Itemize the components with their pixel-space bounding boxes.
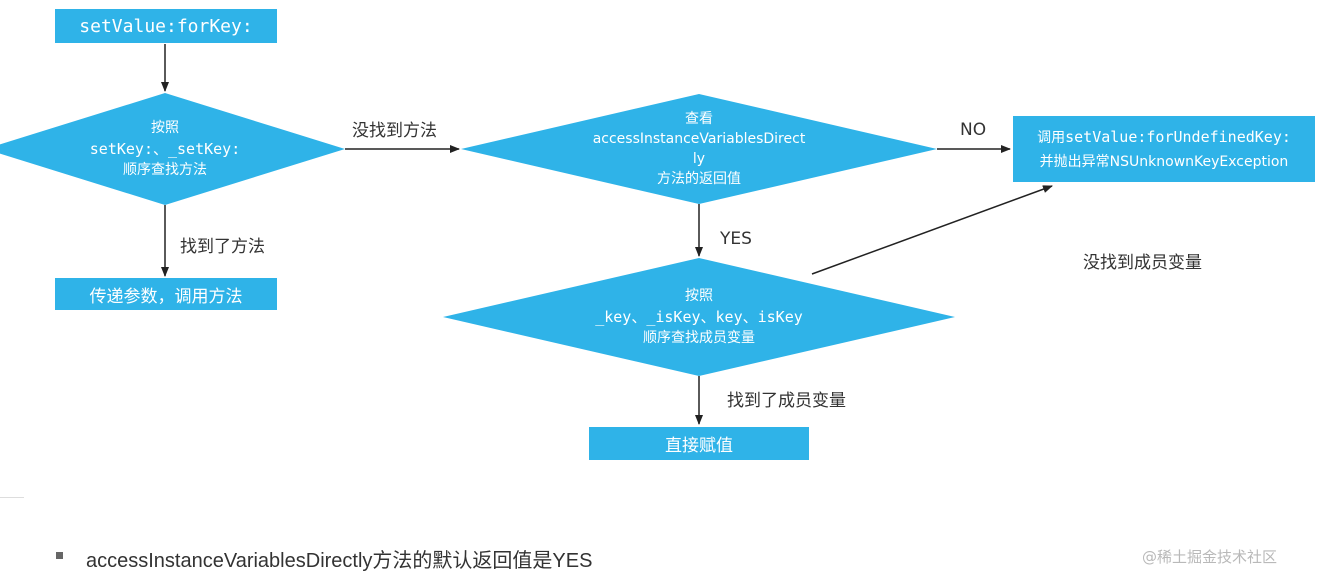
exception-node: 调用setValue:forUndefinedKey: 并抛出异常NSUnkno… [1013, 116, 1315, 182]
decision-diamond-access-instance [461, 94, 937, 204]
decision-member-line3: 顺序查找成员变量 [643, 329, 755, 346]
watermark: @稀土掘金技术社区 [1142, 548, 1278, 566]
decision-setkey-line1: 按照 [151, 119, 179, 136]
decision-member-vars-label: 按照 _key、_isKey、key、isKey 顺序查找成员变量 [560, 281, 838, 353]
direct-assign-node: 直接赋值 [589, 427, 809, 460]
edge-label-not-found-method: 没找到方法 [352, 121, 437, 141]
bullet-marker [56, 552, 63, 559]
start-node: setValue:forKey: [55, 9, 277, 43]
divider-line [0, 497, 24, 498]
edge-label-yes: YES [720, 229, 752, 249]
decision-setkey-line3: 顺序查找方法 [123, 161, 207, 178]
exception-line2: 并抛出异常NSUnknownKeyException [1039, 153, 1289, 170]
decision-setkey-label: 按照 setKey:、_setKey: 顺序查找方法 [40, 113, 290, 185]
edge-label-found-member: 找到了成员变量 [727, 391, 846, 411]
edge-label-not-found-member: 没找到成员变量 [1083, 253, 1202, 273]
edge-label-no: NO [960, 120, 987, 140]
decision-diamond-setkey [0, 93, 345, 205]
decision-member-line2: _key、_isKey、key、isKey [595, 307, 803, 326]
arrow-d3-to-exception [811, 185, 1053, 275]
decision-member-line1: 按照 [685, 287, 713, 304]
exception-line1-prefix: 调用 [1037, 129, 1066, 146]
decision-access-line1: 查看 [685, 111, 713, 127]
decision-access-line3: ly [692, 151, 706, 167]
decision-diamond-member-vars [443, 258, 955, 376]
decision-access-instance-label: 查看 accessInstanceVariablesDirect ly 方法的返… [560, 106, 838, 192]
edge-label-found-method: 找到了方法 [180, 237, 265, 257]
decision-access-line4: 方法的返回值 [657, 171, 741, 187]
decision-access-line2: accessInstanceVariablesDirect [592, 131, 806, 147]
exception-line1-code: setValue:forUndefinedKey: [1065, 127, 1291, 146]
pass-params-node: 传递参数，调用方法 [55, 278, 277, 310]
decision-setkey-line2: setKey:、_setKey: [89, 139, 241, 158]
exception-line1: 调用setValue:forUndefinedKey: [1037, 125, 1291, 150]
note-text: accessInstanceVariablesDirectly方法的默认返回值是… [86, 550, 593, 572]
